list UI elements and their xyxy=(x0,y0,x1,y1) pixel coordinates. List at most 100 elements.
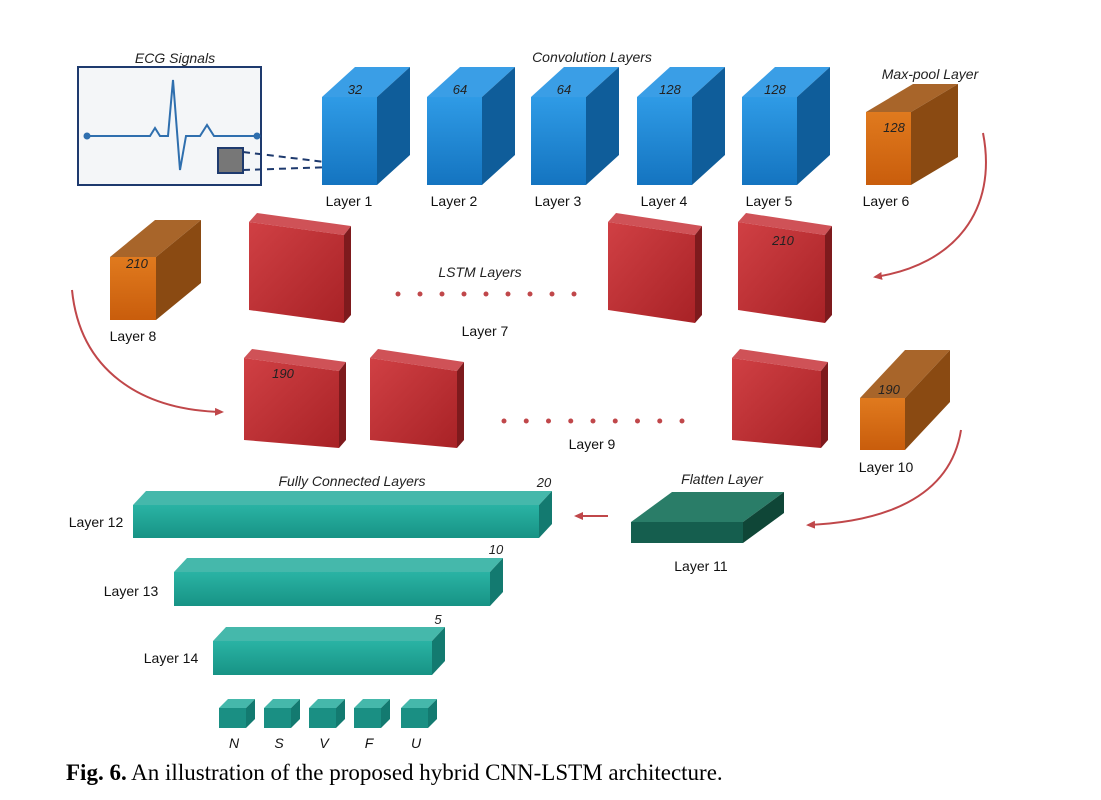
maxpool-top-face xyxy=(866,84,958,112)
output-cube-top xyxy=(401,699,437,708)
output-cube-front xyxy=(309,708,336,728)
maxpool-title: Max-pool Layer xyxy=(882,66,980,82)
ellipsis-dot xyxy=(546,418,551,424)
ellipsis-dot xyxy=(395,291,401,297)
conv-block-front-face xyxy=(637,97,692,185)
fc-layer-13-value: 10 xyxy=(489,542,504,557)
fc-layer-12-side xyxy=(539,491,552,538)
lstm-cell-2 xyxy=(608,213,702,323)
output-class-F: F xyxy=(354,699,390,751)
lstm-cell-4-side xyxy=(339,362,346,448)
ellipsis-dot xyxy=(571,291,577,297)
lstm-row-2: 190 xyxy=(244,349,828,448)
ecg-title: ECG Signals xyxy=(135,50,215,66)
conv-block-side-face xyxy=(482,67,515,185)
ecg-projection-top xyxy=(242,151,334,164)
conv-block-side-face xyxy=(377,67,410,185)
arrow-layer8-to-layer9 xyxy=(71,289,224,416)
conv-block-label: Layer 2 xyxy=(431,193,478,209)
conv-block-label: Layer 1 xyxy=(326,193,373,209)
conv-block-front-face xyxy=(531,97,586,185)
fc-layer-13-front xyxy=(174,572,490,606)
fc-layer-13-label: Layer 13 xyxy=(104,583,159,599)
conv-block-value: 128 xyxy=(659,82,681,97)
output-class-label: S xyxy=(274,735,284,751)
ellipsis-dot xyxy=(549,291,555,297)
conv-block-top-face xyxy=(531,67,619,97)
lstm-cell-2-side xyxy=(695,226,702,323)
ellipsis-dot xyxy=(635,418,640,424)
caption-prefix: Fig. 6. xyxy=(66,760,127,785)
figure-caption: Fig. 6. An illustration of the proposed … xyxy=(66,760,1066,786)
layer10-top-face xyxy=(860,350,950,398)
ecg-panel: ECG Signals xyxy=(77,50,334,186)
lstm-row-1-ellipsis xyxy=(395,291,577,297)
output-class-S: S xyxy=(264,699,300,751)
ecg-waveform xyxy=(87,79,257,171)
lstm-cell-5 xyxy=(370,349,464,448)
fc-layer-12-front xyxy=(133,505,539,538)
fc-layer-12-top xyxy=(133,491,552,505)
layer8-value: 210 xyxy=(125,256,148,271)
fc-layer-14-label: Layer 14 xyxy=(144,650,199,666)
conv-block-top-face xyxy=(427,67,515,97)
flatten-top-face xyxy=(631,492,784,522)
output-cube-side xyxy=(291,699,300,728)
fc-layer-14-side xyxy=(432,627,445,675)
fc-layer-14-top xyxy=(213,627,445,641)
flatten-label: Layer 11 xyxy=(674,558,728,574)
flatten-side-face xyxy=(743,492,784,543)
maxpool-side-face xyxy=(911,84,958,185)
output-cube-side xyxy=(428,699,437,728)
lstm-cell-3-side xyxy=(825,226,832,323)
lstm-cell-3-top xyxy=(738,213,832,235)
lstm-cell-1-top xyxy=(249,213,351,235)
fc-layer-12-value: 20 xyxy=(536,475,552,490)
conv-block-value: 64 xyxy=(557,82,571,97)
conv-block-label: Layer 5 xyxy=(746,193,793,209)
lstm-cell-6-side xyxy=(821,362,828,448)
flatten-block xyxy=(631,492,784,543)
ellipsis-dot xyxy=(439,291,445,297)
conv-block-value: 64 xyxy=(453,82,467,97)
output-cube-top xyxy=(264,699,300,708)
lstm-cell-4: 190 xyxy=(244,349,346,448)
ellipsis-dot xyxy=(568,418,574,424)
lstm-row-2-label: Layer 9 xyxy=(569,436,616,452)
lstm-cell-6 xyxy=(732,349,828,448)
maxpool-block: 128 xyxy=(866,84,958,185)
conv-block-side-face xyxy=(692,67,725,185)
ecg-projection-bottom xyxy=(242,166,334,171)
output-cube-side xyxy=(246,699,255,728)
lstm-row-1-label: Layer 7 xyxy=(462,323,509,339)
ecg-window xyxy=(217,147,244,174)
ecg-end-dot xyxy=(253,132,261,140)
layer10-side-face xyxy=(905,350,950,450)
ellipsis-dot xyxy=(501,418,507,424)
lstm-cell-4-top xyxy=(244,349,346,371)
layer8-top-face xyxy=(110,220,201,257)
fc-layer-13-top xyxy=(174,558,503,572)
output-class-label: F xyxy=(365,735,375,751)
lstm-cell-2-front xyxy=(608,222,695,323)
lstm-cell-1 xyxy=(249,213,351,323)
conv-block-top-face xyxy=(322,67,410,97)
output-cube-front xyxy=(401,708,428,728)
ellipsis-dot xyxy=(417,291,423,297)
lstm-cell-1-front xyxy=(249,222,344,323)
lstm-cell-5-front xyxy=(370,358,457,448)
conv-block-front-face xyxy=(742,97,797,185)
output-cube-front xyxy=(219,708,246,728)
lstm-row-1-value: 210 xyxy=(771,233,794,248)
lstm-cell-6-front xyxy=(732,358,821,448)
output-class-label: V xyxy=(319,735,330,751)
conv-block-label: Layer 3 xyxy=(535,193,582,209)
lstm-title: LSTM Layers xyxy=(438,264,521,280)
ellipsis-dot xyxy=(657,418,663,424)
